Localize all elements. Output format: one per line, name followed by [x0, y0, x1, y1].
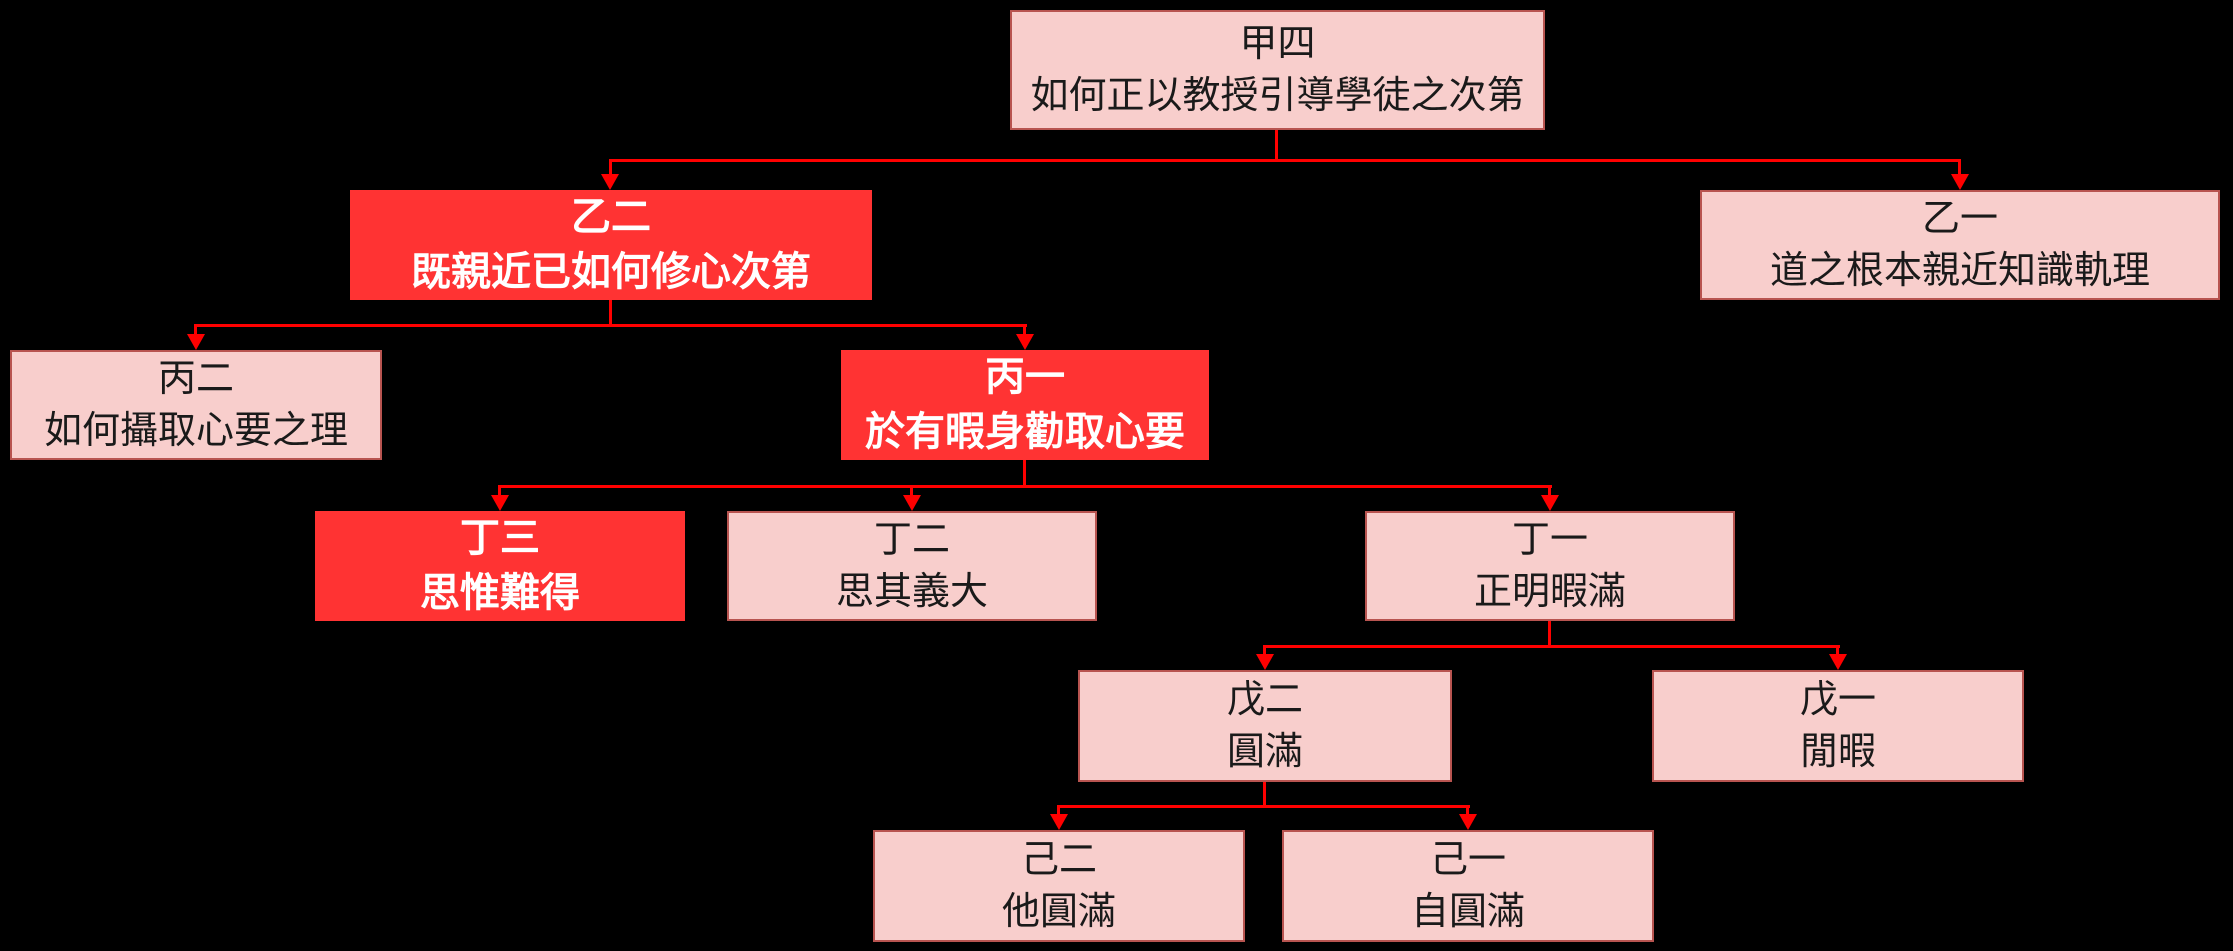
node-code: 己一 — [1429, 838, 1506, 881]
connector-drop-bing2 — [194, 324, 197, 336]
connector-drop-ji2 — [1057, 805, 1060, 816]
node-title: 於有暇身勸取心要 — [865, 410, 1185, 454]
connector-rail-ding1 — [1263, 645, 1840, 648]
connector-drop-ding2 — [910, 485, 913, 497]
node-yi1: 乙一 道之根本親近知識軌理 — [1700, 190, 2220, 300]
connector-stem-yi2 — [609, 300, 612, 327]
connector-drop-wu1 — [1836, 645, 1839, 656]
node-title: 如何攝取心要之理 — [43, 410, 348, 452]
arrowhead-into-ding3 — [491, 495, 509, 511]
arrowhead-into-ding2 — [903, 495, 921, 511]
connector-rail-jia4 — [609, 159, 1961, 162]
arrowhead-into-yi2 — [601, 174, 619, 190]
node-title: 圓滿 — [1226, 731, 1303, 773]
node-code: 戊一 — [1799, 678, 1876, 721]
node-wu2: 戊二 圓滿 — [1078, 670, 1452, 782]
connector-stem-bing1 — [1023, 460, 1026, 488]
node-bing1: 丙一 於有暇身勸取心要 — [841, 350, 1209, 460]
node-yi2: 乙二 既親近已如何修心次第 — [350, 190, 872, 300]
node-code: 丙一 — [985, 354, 1065, 399]
node-code: 丁三 — [460, 515, 540, 560]
node-code: 甲四 — [1239, 22, 1316, 65]
node-ding1: 丁一 正明暇滿 — [1365, 511, 1735, 621]
node-title: 如何正以教授引導學徒之次第 — [1030, 75, 1525, 117]
connector-drop-yi2 — [609, 159, 612, 176]
connector-drop-yi1 — [1958, 159, 1961, 176]
arrowhead-into-ding1 — [1541, 495, 1559, 511]
connector-rail-bing1 — [498, 485, 1552, 488]
connector-drop-ding3 — [498, 485, 501, 497]
node-ding2: 丁二 思其義大 — [727, 511, 1097, 621]
arrowhead-into-wu2 — [1256, 654, 1274, 670]
node-title: 自圓滿 — [1410, 891, 1525, 933]
connector-stem-jia4 — [1275, 130, 1278, 162]
node-title: 既親近已如何修心次第 — [411, 250, 811, 294]
node-title: 思惟難得 — [420, 571, 580, 615]
connector-drop-ji1 — [1466, 805, 1469, 816]
connector-stem-ding1 — [1548, 621, 1551, 648]
node-ding3: 丁三 思惟難得 — [315, 511, 685, 621]
node-code: 丁二 — [873, 518, 950, 561]
node-code: 己二 — [1020, 838, 1097, 881]
node-code: 丙二 — [157, 357, 234, 400]
connector-drop-wu2 — [1263, 645, 1266, 656]
node-ji1: 己一 自圓滿 — [1282, 830, 1654, 942]
connector-rail-yi2 — [194, 324, 1027, 327]
arrowhead-into-ji1 — [1459, 814, 1477, 830]
connector-stem-wu2 — [1263, 782, 1266, 808]
node-bing2: 丙二 如何攝取心要之理 — [10, 350, 382, 460]
node-title: 他圓滿 — [1001, 891, 1116, 933]
connector-rail-wu2 — [1057, 805, 1470, 808]
node-jia4: 甲四 如何正以教授引導學徒之次第 — [1010, 10, 1545, 130]
node-title: 正明暇滿 — [1473, 571, 1626, 613]
node-title: 道之根本親近知識軌理 — [1769, 250, 2150, 292]
arrowhead-into-bing2 — [187, 334, 205, 350]
arrowhead-into-bing1 — [1016, 334, 1034, 350]
node-ji2: 己二 他圓滿 — [873, 830, 1245, 942]
node-code: 丁一 — [1511, 518, 1588, 561]
arrowhead-into-ji2 — [1050, 814, 1068, 830]
connector-drop-ding1 — [1548, 485, 1551, 497]
node-title: 思其義大 — [835, 571, 988, 613]
node-code: 乙二 — [571, 194, 651, 239]
arrowhead-into-wu1 — [1829, 654, 1847, 670]
node-code: 乙一 — [1921, 197, 1998, 240]
connector-drop-bing1 — [1023, 324, 1026, 336]
arrowhead-into-yi1 — [1951, 174, 1969, 190]
node-title: 閒暇 — [1799, 731, 1876, 773]
node-wu1: 戊一 閒暇 — [1652, 670, 2024, 782]
node-code: 戊二 — [1226, 678, 1303, 721]
